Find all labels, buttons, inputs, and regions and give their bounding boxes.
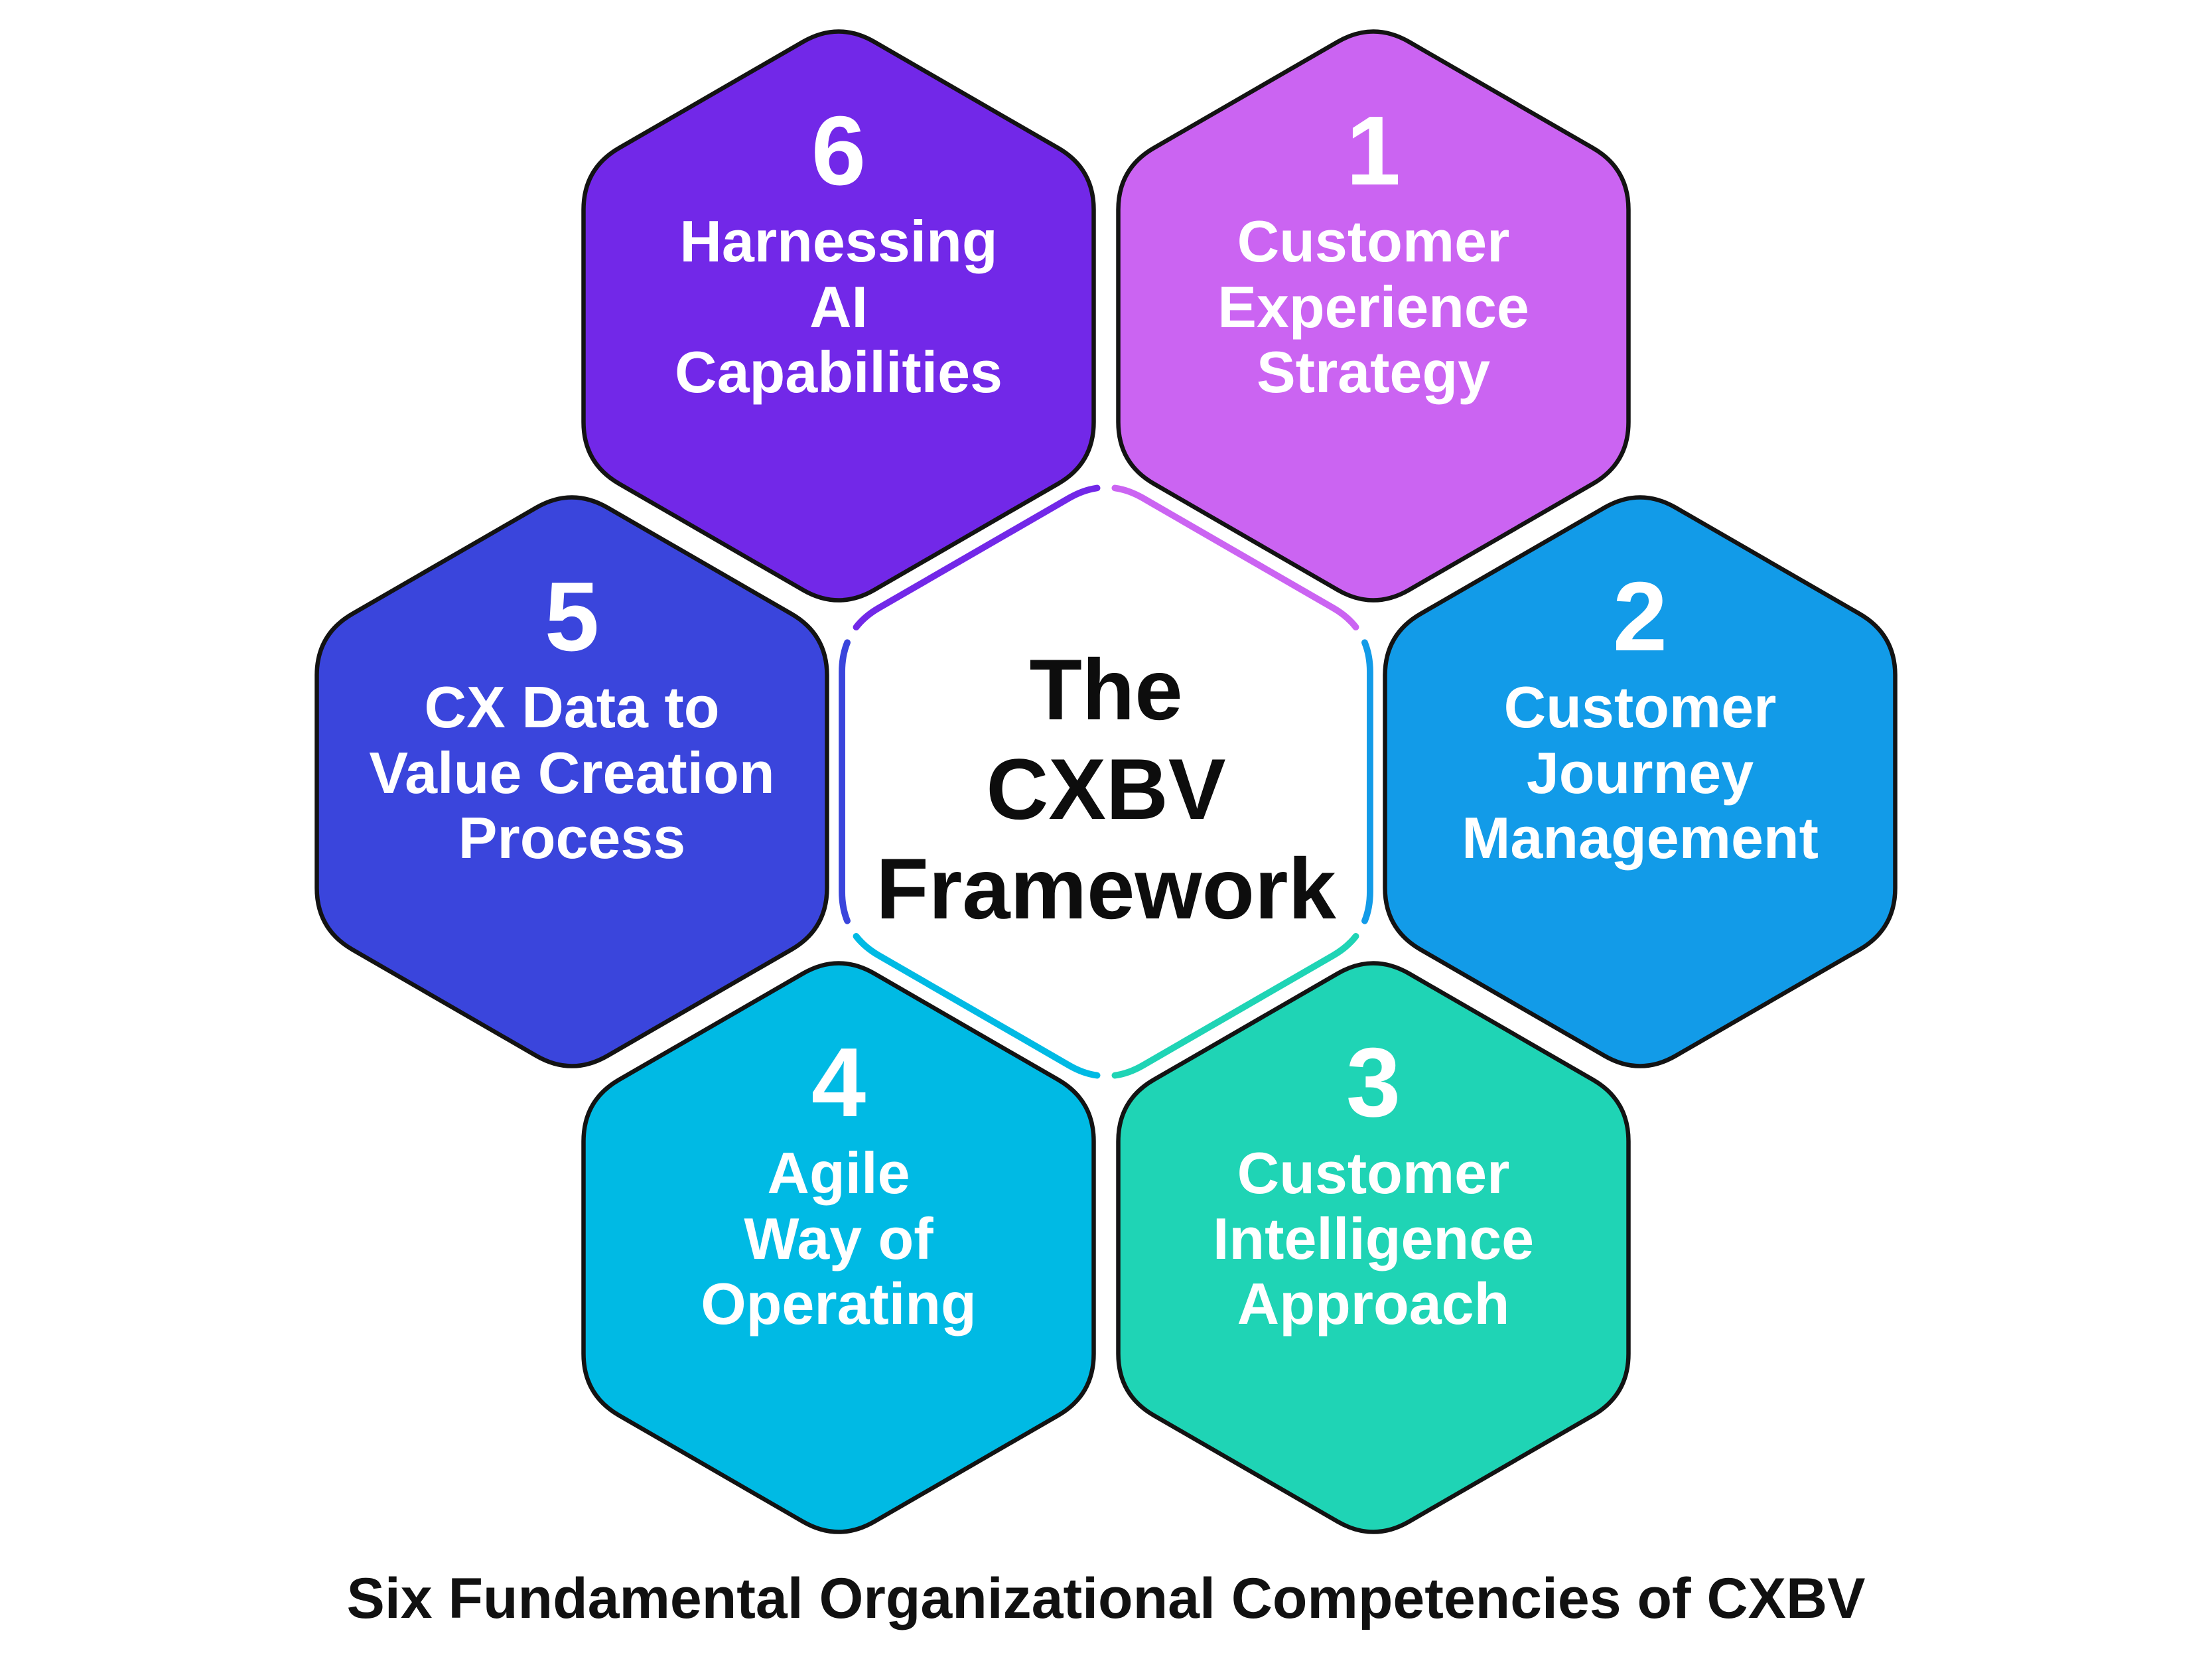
center-border-bottom-right: [1103, 925, 1364, 1080]
hexagon-2: 2 Customer Journey Management: [1385, 498, 1896, 1066]
hexagon-6-label-line: AI: [809, 274, 868, 340]
hexagon-1: 1 Customer Experience Strategy: [1119, 32, 1629, 601]
hexagon-4-number: 4: [811, 1028, 866, 1137]
hexagon-5: 5 CX Data to Value Creation Process: [317, 498, 827, 1066]
hexagon-3-label-line: Intelligence: [1213, 1206, 1534, 1271]
hexagon-5-label-line: Value Creation: [369, 740, 774, 806]
hexagon-3-label-line: Approach: [1237, 1271, 1510, 1336]
center-border-top-right: [1103, 484, 1364, 638]
hexagon-6-label-line: Capabilities: [675, 339, 1002, 405]
hexagon-4-label-line: Agile: [767, 1140, 910, 1206]
hexagon-3-label-line: Customer: [1237, 1140, 1510, 1206]
center-border-right: [1357, 631, 1373, 932]
hexagon-4-label-line: Operating: [701, 1271, 977, 1336]
hexagon-5-label-line: CX Data to: [425, 674, 720, 740]
hexagon-5-number: 5: [545, 562, 599, 672]
center-title-line: Framework: [876, 840, 1336, 937]
hexagon-6: 6 Harnessing AI Capabilities: [584, 32, 1094, 601]
center-title-line: CXBV: [986, 741, 1225, 837]
hexagon-3: 3 Customer Intelligence Approach: [1119, 964, 1629, 1532]
hexagon-2-label-line: Management: [1462, 805, 1819, 871]
hexagon-2-label-line: Journey: [1527, 740, 1754, 806]
center-border-left: [839, 631, 855, 932]
hexagon-5-label-line: Process: [458, 805, 685, 871]
center-border-top-left: [848, 484, 1109, 638]
diagram-caption: Six Fundamental Organizational Competenc…: [347, 1567, 1866, 1630]
hexagon-2-label-line: Customer: [1504, 674, 1777, 740]
center-title-line: The: [1029, 641, 1182, 738]
hexagon-1-number: 1: [1346, 96, 1401, 206]
center-border-bottom-left: [848, 925, 1109, 1080]
hexagon-3-number: 3: [1346, 1028, 1401, 1137]
hexagon-4: 4 Agile Way of Operating: [584, 964, 1094, 1532]
hexagon-6-number: 6: [811, 96, 866, 206]
hexagon-1-label-line: Strategy: [1257, 339, 1490, 405]
hexagon-6-label-line: Harnessing: [679, 208, 997, 274]
hexagon-1-label-line: Customer: [1237, 208, 1510, 274]
hexagon-2-number: 2: [1613, 562, 1667, 672]
center-hexagon-border: [839, 484, 1373, 1080]
hexagon-1-label-line: Experience: [1217, 274, 1529, 340]
center-hexagon: The CXBV Framework: [839, 484, 1373, 1080]
hexagon-4-label-line: Way of: [744, 1206, 933, 1271]
